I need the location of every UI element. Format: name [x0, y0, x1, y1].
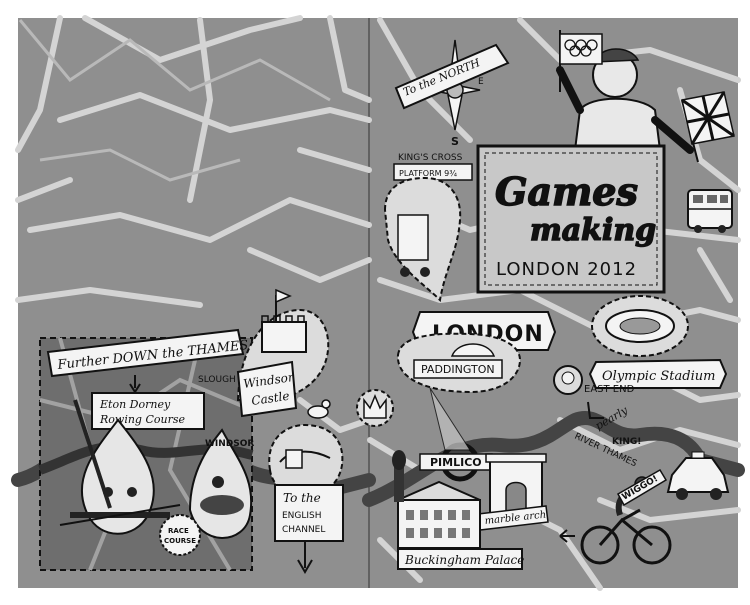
olympic-stadium-label: Olympic Stadium — [602, 369, 715, 384]
pimlico-pointer — [429, 387, 471, 451]
marble-arch-banner: marble arch — [477, 505, 549, 531]
games-maker-figure — [556, 48, 694, 154]
olympic-stadium-bubble — [591, 295, 689, 357]
pearly-king-line2: KING! — [612, 437, 641, 447]
slough-label: SLOUGH — [198, 375, 236, 385]
race-course-line1: RACE — [168, 527, 189, 535]
paddington-label: PADDINGTON — [421, 363, 495, 376]
title-subtitle: LONDON 2012 — [496, 259, 637, 280]
buckingham-palace-icon — [392, 450, 481, 549]
eton-label-line2: Rowing Course — [99, 413, 185, 426]
race-course-rosette: RACE COURSE — [159, 514, 201, 556]
compass-south: S — [451, 135, 459, 148]
seagull-icon — [307, 399, 331, 419]
channel-line1: To the — [283, 491, 321, 505]
channel-line3: CHANNEL — [282, 525, 325, 535]
eton-label-line1: Eton Dorney — [99, 398, 171, 411]
windsor-castle-line2: Castle — [250, 389, 290, 408]
kings-cross-bubble — [383, 176, 462, 303]
olympic-rings-flag-icon — [559, 30, 603, 92]
eton-dorney-banner: Eton Dorney Rowing Course — [91, 375, 205, 430]
rowers-icon — [59, 399, 181, 535]
union-jack-flag-icon — [681, 91, 735, 163]
race-course-line2: COURSE — [164, 537, 196, 545]
kings-cross-label-group: KING'S CROSS PLATFORM 9¾ — [393, 153, 473, 181]
channel-line2: ENGLISH — [282, 511, 322, 521]
pearly-king-icon — [553, 365, 583, 395]
marble-arch-icon — [485, 453, 547, 515]
paddington-bubble: PADDINGTON — [396, 332, 522, 394]
kings-cross-line2: PLATFORM 9¾ — [399, 169, 457, 178]
title-line1: Games — [495, 169, 638, 214]
windsor-castle-banner: Windsor Castle — [236, 360, 298, 418]
taxi-icon — [666, 451, 730, 500]
compass-east: E — [478, 77, 484, 87]
horse-rider-icon — [188, 428, 253, 539]
english-channel-bubble — [268, 423, 344, 497]
title-line2: making — [530, 213, 656, 248]
english-channel-sign: To the ENGLISH CHANNEL — [274, 484, 344, 574]
buckingham-palace-label: Buckingham Palace — [404, 553, 524, 567]
double-decker-bus-icon — [687, 189, 733, 233]
olympic-stadium-banner: Olympic Stadium — [588, 358, 728, 389]
title-board: Games making LONDON 2012 — [476, 144, 666, 294]
windsor-label: WINDSOR — [205, 439, 254, 449]
kings-cross-line1: KING'S CROSS — [398, 153, 463, 163]
crown-icon — [356, 389, 394, 427]
pimlico-label: PIMLICO — [430, 456, 482, 469]
buckingham-palace-banner: Buckingham Palace — [397, 548, 524, 570]
east-end-label: EAST END — [584, 384, 635, 395]
